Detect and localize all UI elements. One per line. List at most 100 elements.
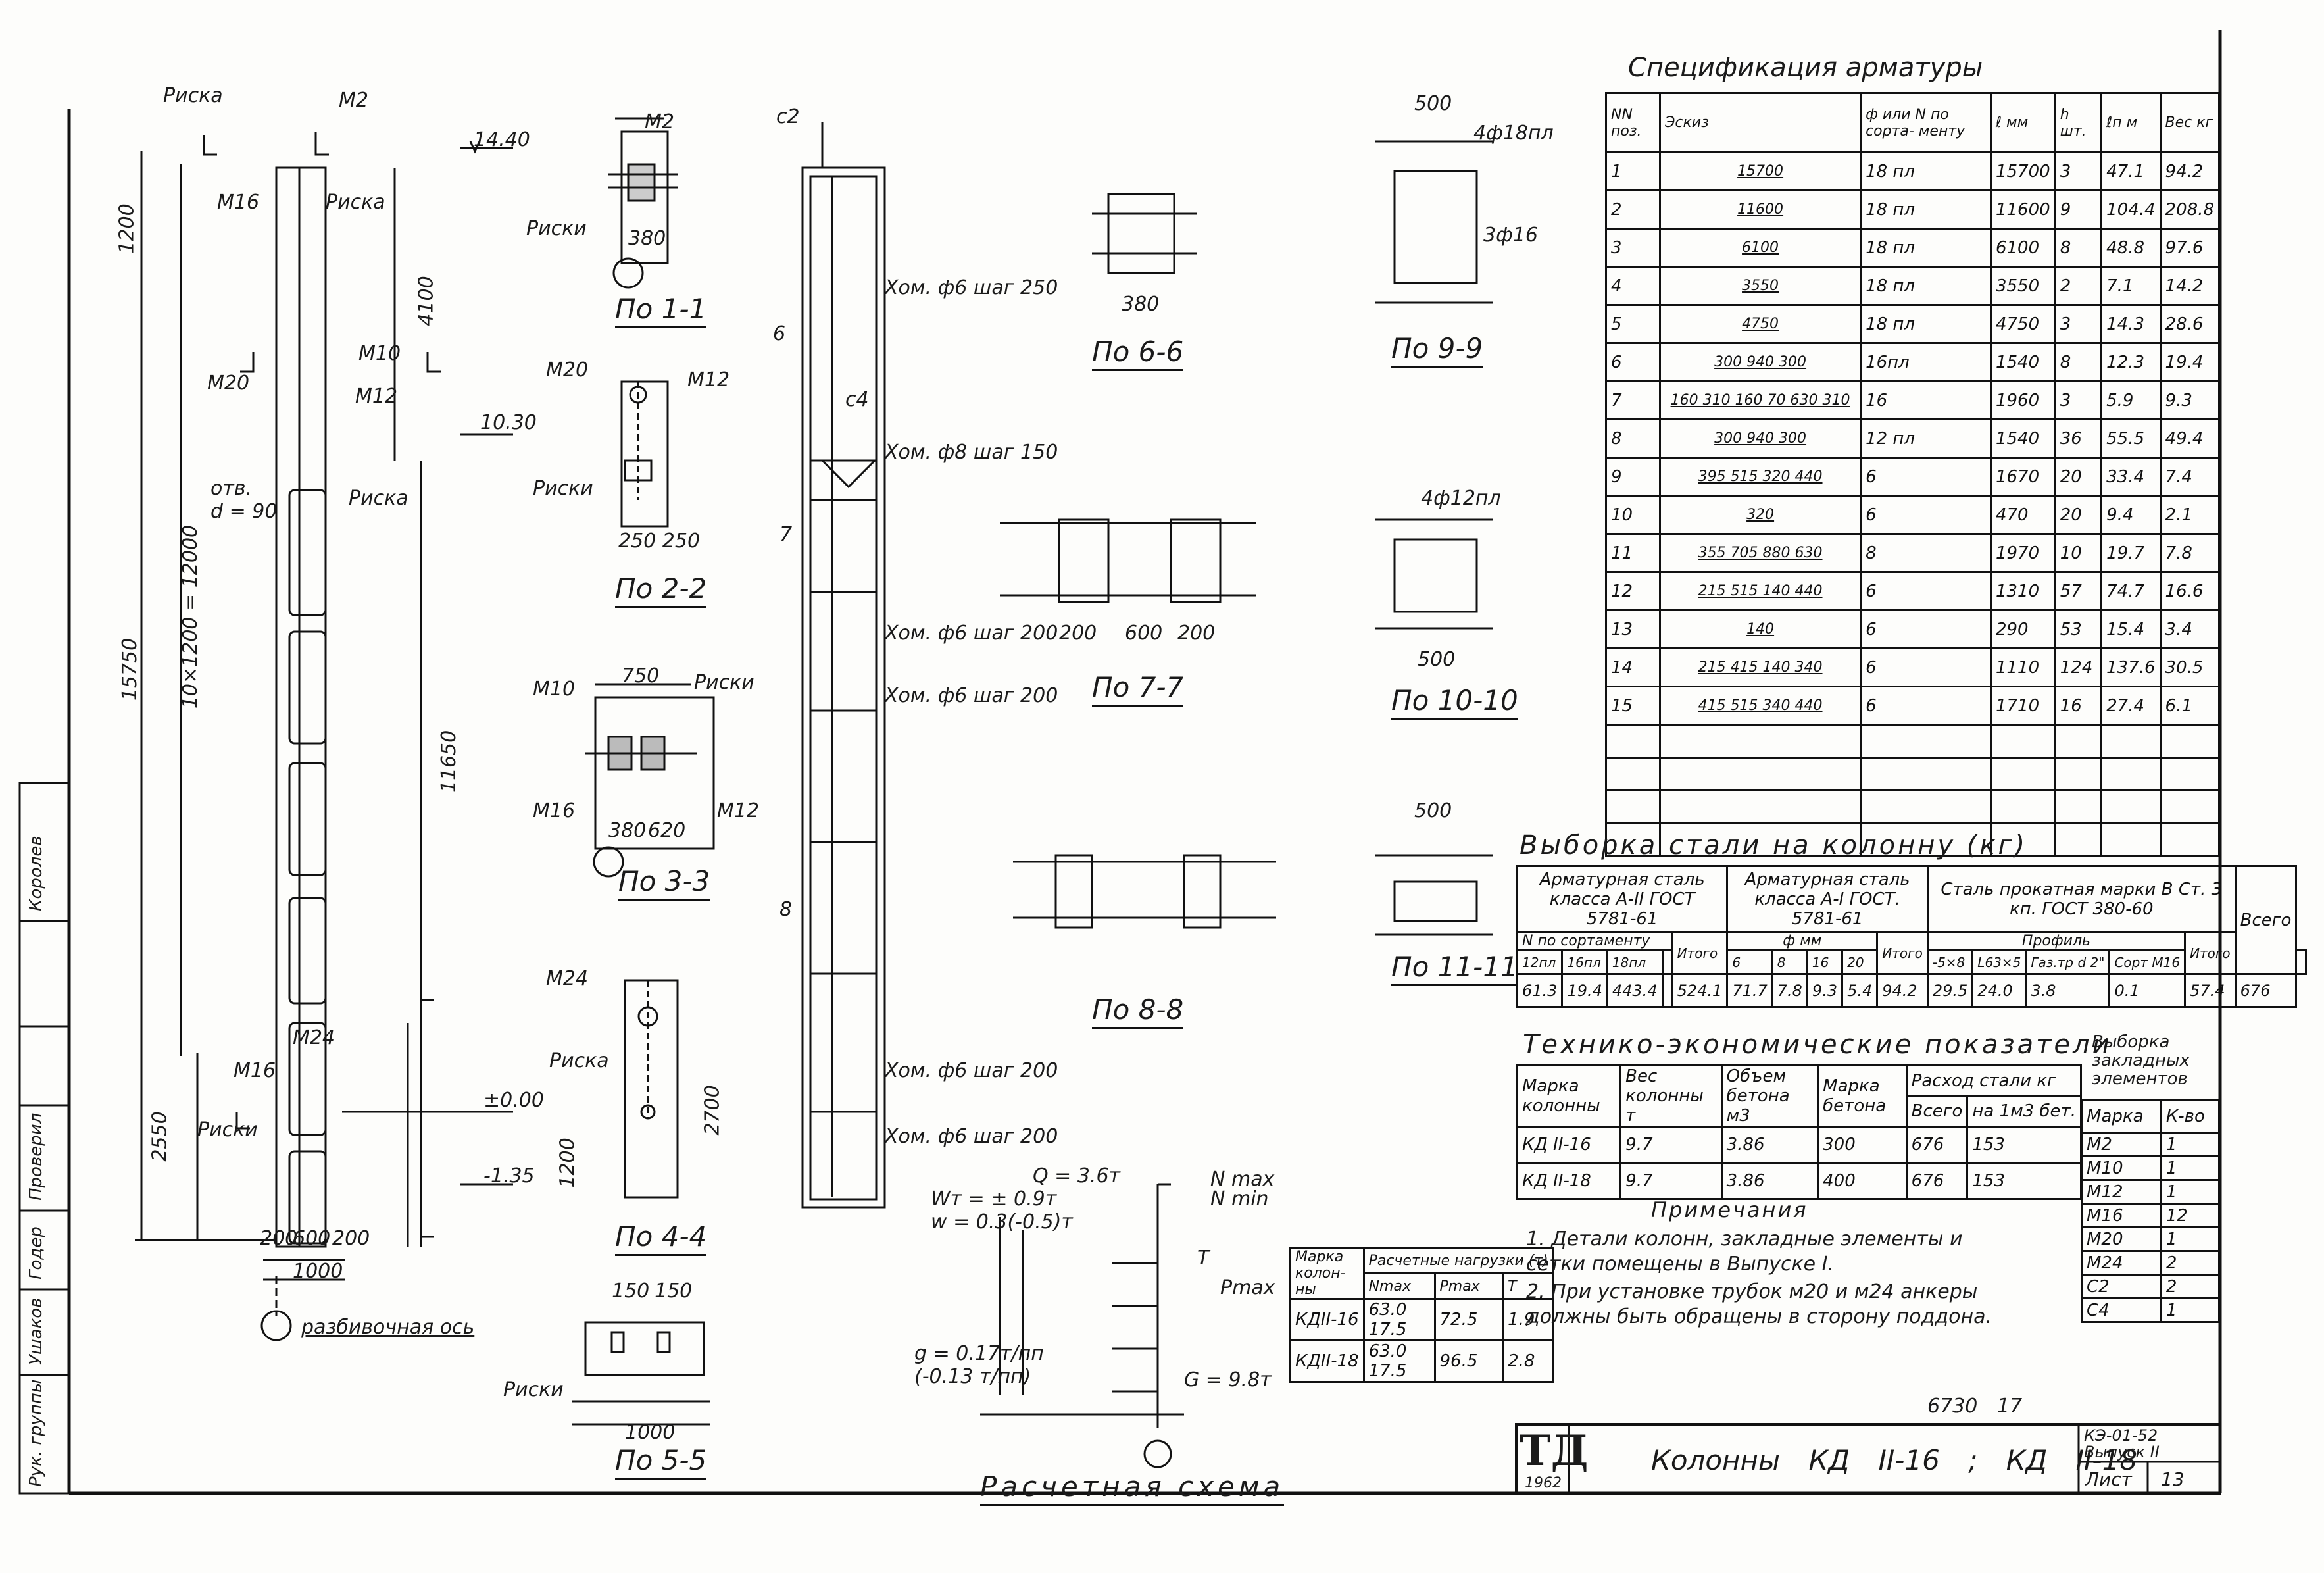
steel-value: 9.3 xyxy=(1806,973,1844,1008)
spec-cell: 12.3 xyxy=(2100,342,2162,382)
column-elevation xyxy=(135,132,513,1341)
spec-cell: 30.5 xyxy=(2159,647,2221,687)
spec-cell: 6 xyxy=(1860,609,1992,649)
steel-value: 57.4 xyxy=(2184,973,2237,1008)
rebar-mark-c2: c2 xyxy=(776,105,800,128)
spec-sketch-cell: 4750 xyxy=(1659,304,1862,344)
spec-sketch-cell: 395 515 320 440 xyxy=(1659,457,1862,497)
section-title-10-10: По 10-10 xyxy=(1391,684,1518,720)
s99-4f18: 4ф18пл xyxy=(1473,122,1554,145)
dim-right-3: 11650 xyxy=(437,730,461,793)
detail-4-4 xyxy=(624,979,679,1199)
embedded-cell: М12 xyxy=(2081,1179,2162,1205)
embedded-cell: М2 xyxy=(2081,1132,2162,1157)
steel-col-head: L63×5 xyxy=(1971,949,2027,975)
spec-header-cell: NN поз. xyxy=(1604,92,1662,153)
spec-cell xyxy=(1860,724,1992,759)
steel-group1: Арматурная сталь класса А-II ГОСТ 5781-6… xyxy=(1516,865,1729,933)
spec-cell: 3550 xyxy=(1989,266,2056,306)
rebar-mark-8: 8 xyxy=(779,898,793,921)
risk-label-mid: Риска xyxy=(349,487,408,510)
m24-label: М24 xyxy=(293,1026,335,1049)
spec-cell: 15700 xyxy=(1989,151,2056,191)
spec-cell: 97.6 xyxy=(2159,228,2221,268)
spec-cell: 18 пл xyxy=(1860,266,1992,306)
spec-cell: 1540 xyxy=(1989,342,2056,382)
load-cell: 96.5 xyxy=(1433,1339,1504,1383)
spec-empty-row xyxy=(1604,724,2221,759)
spec-cell xyxy=(2054,822,2103,857)
m2-label: М2 xyxy=(339,89,368,112)
section-title-9-9: По 9-9 xyxy=(1391,332,1483,368)
load-cell: 1.9 xyxy=(1502,1298,1554,1341)
spec-sketch-cell: 3550 xyxy=(1659,266,1862,306)
spec-cell xyxy=(1659,789,1862,824)
calc-q-top: Q = 3.6т xyxy=(1033,1164,1121,1187)
embedded-cell: С4 xyxy=(2081,1297,2162,1323)
spec-cell: 5.9 xyxy=(2100,380,2162,420)
spec-header-cell: Вес кг xyxy=(2159,92,2221,153)
s1010-4f12: 4ф12пл xyxy=(1421,487,1501,510)
spec-cell: 55.5 xyxy=(2100,418,2162,459)
spec-cell xyxy=(1659,822,1862,857)
section-title-3-3: По 3-3 xyxy=(618,865,710,901)
steel-col-head: 20 xyxy=(1841,949,1879,975)
rebar-note-3: Хом. ф6 шаг 200 xyxy=(885,622,1058,645)
stamp-year: 1962 xyxy=(1525,1475,1562,1491)
spec-sketch-cell: 320 xyxy=(1659,495,1862,535)
s5-150b: 150 xyxy=(655,1280,693,1303)
s99-3f16: 3ф16 xyxy=(1483,224,1538,247)
tep-cell: 153 xyxy=(1966,1162,2082,1200)
spec-cell xyxy=(1604,757,1662,791)
steel-value: 0.1 xyxy=(2108,973,2187,1008)
rebar-mark-6: 6 xyxy=(773,322,786,345)
steel-col-head: 16 xyxy=(1806,949,1844,975)
spec-cell: 9 xyxy=(1604,457,1662,497)
stamp-logo: ТД xyxy=(1520,1426,1589,1476)
spec-cell: 3 xyxy=(2054,380,2103,420)
embedded-cell: М16 xyxy=(2081,1203,2162,1228)
spec-cell: 27.4 xyxy=(2100,686,2162,726)
rebar-note-2: Хом. ф8 шаг 150 xyxy=(885,441,1058,464)
spec-cell: 470 xyxy=(1989,495,2056,535)
calc-pmax: Pmax xyxy=(1220,1276,1275,1299)
spec-cell: 1710 xyxy=(1989,686,2056,726)
steel-col-head: 18пл xyxy=(1606,949,1664,975)
spec-cell xyxy=(1659,724,1862,759)
load-cell: 72.5 xyxy=(1433,1298,1504,1341)
embedded-cell: 2 xyxy=(2160,1274,2221,1299)
s2-250: 250 250 xyxy=(618,530,701,553)
rebar-note-4: Хом. ф6 шаг 200 xyxy=(885,684,1058,707)
steel-col-head: Сорт М16 xyxy=(2108,949,2187,975)
spec-cell xyxy=(2159,757,2221,791)
spec-cell: 14.3 xyxy=(2100,304,2162,344)
note-2: 2. При установке трубок м20 и м24 анкеры… xyxy=(1526,1280,1992,1328)
s4-2700: 2700 xyxy=(701,1085,724,1136)
steel-col-head: 12пл xyxy=(1516,949,1564,975)
spec-cell: 20 xyxy=(2054,457,2103,497)
spec-cell: 33.4 xyxy=(2100,457,2162,497)
steel-col-head: 16пл xyxy=(1561,949,1608,975)
m16-label-top: М16 xyxy=(217,191,260,214)
tep-h-concrete: Марка бетона xyxy=(1817,1064,1908,1128)
spec-cell xyxy=(2100,724,2162,759)
calc-nmax: N max xyxy=(1210,1168,1275,1191)
spec-cell: 15.4 xyxy=(2100,609,2162,649)
spec-cell: 13 xyxy=(1604,609,1662,649)
spec-cell xyxy=(1989,757,2056,791)
s2-m20: М20 xyxy=(546,359,589,382)
dim-left-3: 10×1200 = 12000 xyxy=(179,524,203,709)
spec-cell: 16 xyxy=(2054,686,2103,726)
embedded-cell: 2 xyxy=(2160,1250,2221,1276)
load-nmin: 17.5 xyxy=(1368,1320,1407,1339)
spec-cell: 12 xyxy=(1604,571,1662,611)
detail-2-2 xyxy=(620,380,669,528)
s4-1200: 1200 xyxy=(556,1137,580,1188)
rebar-elevation xyxy=(801,122,886,1209)
